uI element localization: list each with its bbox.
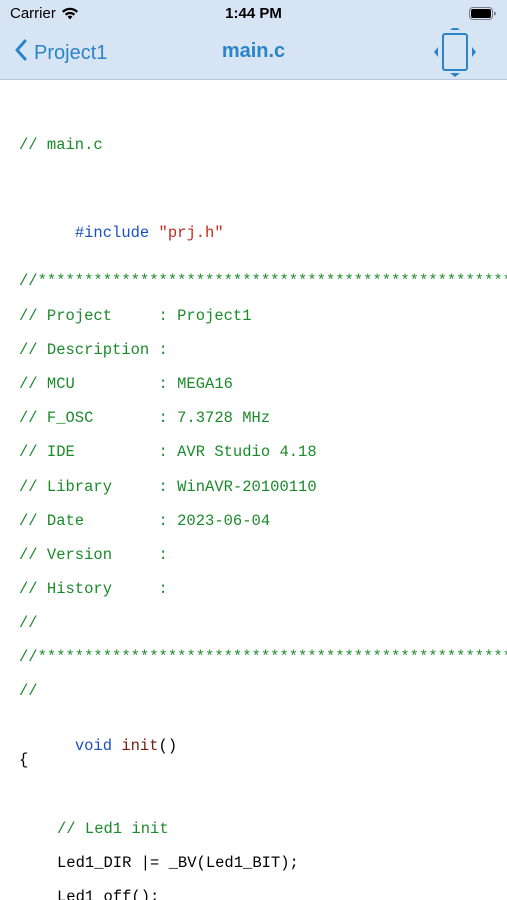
code-line: // F_OSC : 7.3728 MHz [19,409,271,427]
battery-icon [469,7,497,25]
carrier-label: Carrier [10,5,56,22]
code-token-string: "prj.h" [149,224,224,242]
code-editor[interactable]: // main.c #include "prj.h" //***********… [0,80,507,900]
wifi-icon [61,7,79,20]
code-line: Led1_off(); [57,888,160,900]
code-line: #include "prj.h" [19,203,224,263]
code-line: // Library : WinAVR-20100110 [19,478,317,496]
code-line: // History : [19,580,168,598]
code-line: // Date : 2023-06-04 [19,512,271,530]
code-line: //**************************************… [19,272,507,290]
code-line: // MCU : MEGA16 [19,375,233,393]
code-line: { [19,751,29,769]
code-line: // [19,614,38,632]
rotate-orientation-icon [434,26,476,77]
code-line: // main.c [19,136,103,154]
code-line: // Version : [19,546,168,564]
code-line: //**************************************… [19,648,507,666]
page-title: main.c [221,40,286,62]
code-line: void init() [19,716,177,776]
back-button-label: Project1 [34,41,108,64]
chevron-left-icon [14,39,28,67]
status-bar: Carrier 1:44 PM [0,0,507,28]
code-line: Led1_DIR |= _BV(Led1_BIT); [57,854,299,872]
code-line: // [19,682,38,700]
code-token-keyword: #include [74,224,150,242]
code-line: // IDE : AVR Studio 4.18 [19,443,317,461]
code-line: // Project : Project1 [19,307,252,325]
code-line: // Led1 init [57,820,169,838]
carrier-indicator: Carrier [10,5,79,22]
back-button[interactable]: Project1 [14,38,107,68]
code-token-function: init [112,737,159,755]
navigation-bar: Project1 main.c [0,26,507,80]
status-time: 1:44 PM [225,5,282,22]
rotate-orientation-button[interactable] [429,26,481,78]
code-token-plain: () [158,737,178,755]
code-token-keyword: void [74,737,113,755]
code-line: // Description : [19,341,168,359]
